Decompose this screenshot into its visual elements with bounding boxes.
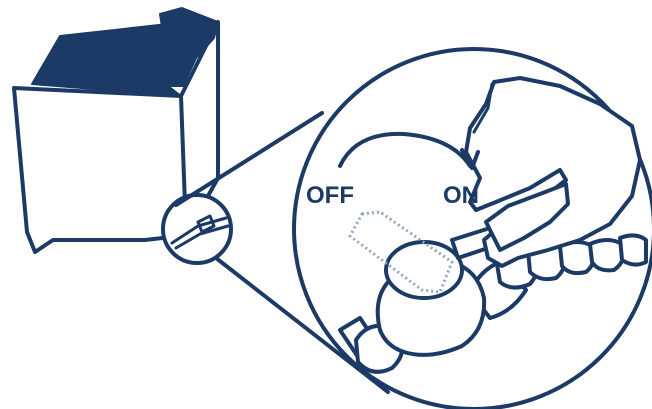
magnified-valve-view: OFF ON bbox=[294, 49, 652, 409]
on-label: ON bbox=[443, 182, 479, 209]
off-label: OFF bbox=[306, 182, 354, 209]
small-callout-circle bbox=[163, 195, 231, 263]
valve-cap bbox=[386, 242, 462, 298]
